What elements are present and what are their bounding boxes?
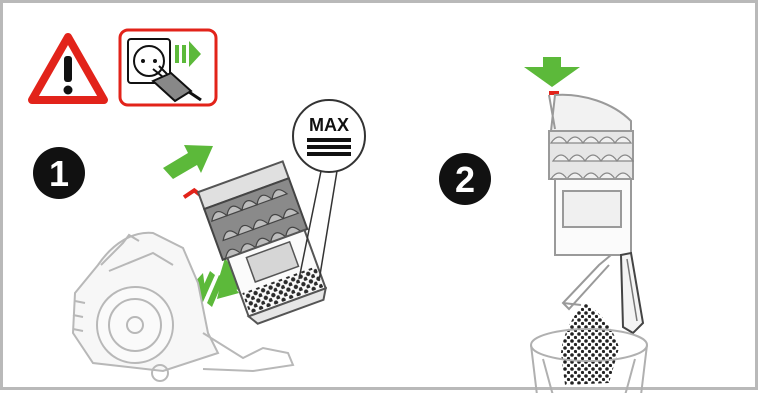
empty-bin-diagram: 1 2 xyxy=(28,28,648,393)
green-arrow-icon xyxy=(524,57,580,87)
warning-triangle-icon xyxy=(28,33,108,104)
max-fill-callout: MAX xyxy=(292,99,366,282)
falling-debris xyxy=(561,303,619,385)
step-1-badge: 1 xyxy=(33,147,85,199)
step-1-number: 1 xyxy=(49,153,69,194)
green-arrow-icon xyxy=(163,145,213,179)
bin-door-open xyxy=(619,251,645,335)
step-2-badge: 2 xyxy=(439,153,491,205)
max-label: MAX xyxy=(309,115,349,135)
unplug-power-icon xyxy=(118,28,218,107)
vacuum-body-illustration xyxy=(71,231,295,382)
max-line-icon xyxy=(307,138,351,142)
step-2-number: 2 xyxy=(455,159,475,200)
trash-bin-illustration xyxy=(530,328,648,393)
bin-illustration-tilted xyxy=(182,160,328,325)
bin-illustration-upright xyxy=(548,91,635,311)
